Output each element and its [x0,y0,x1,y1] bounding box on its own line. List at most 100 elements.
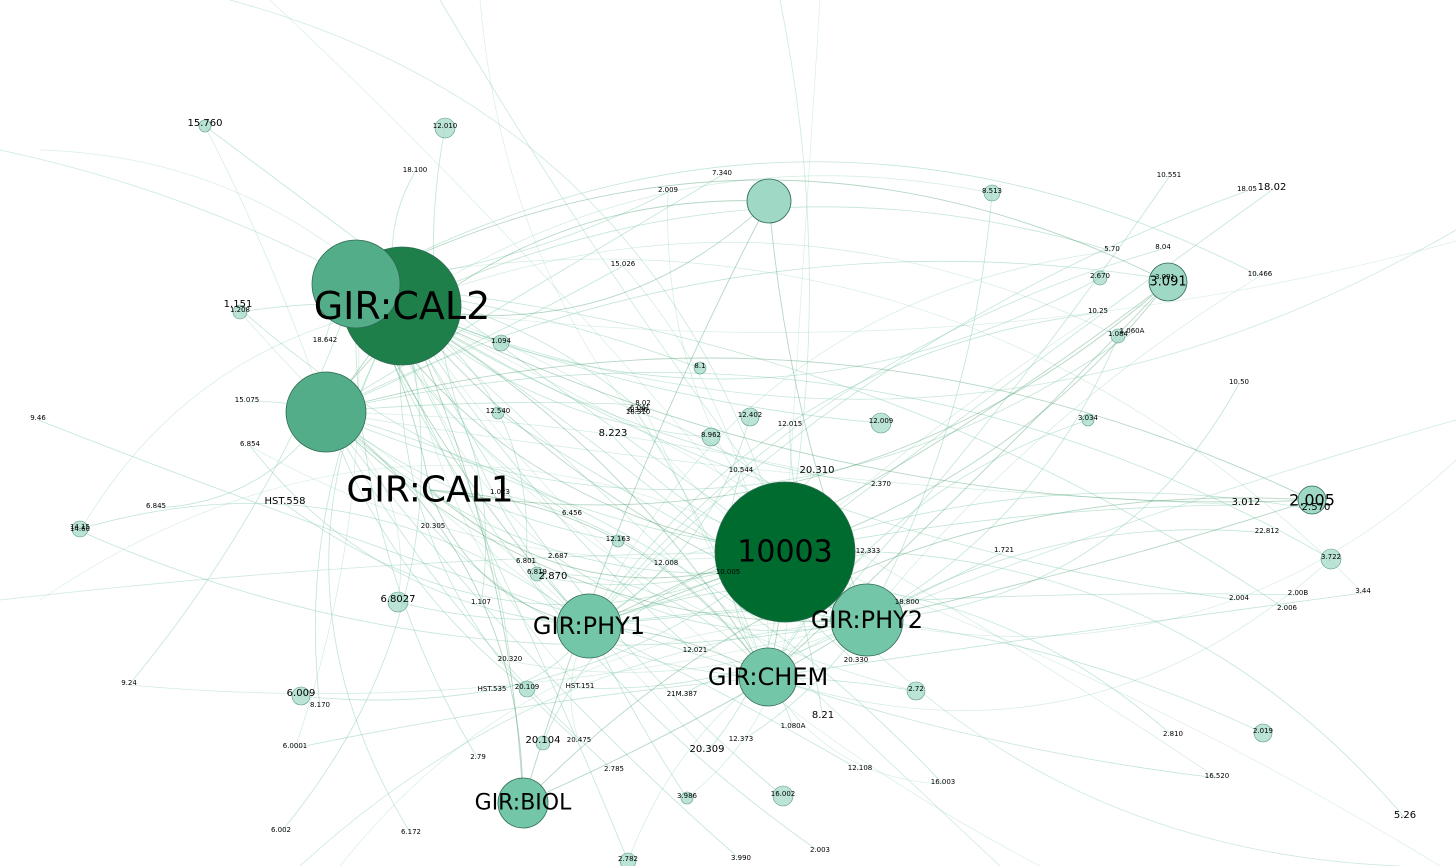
minor-node-label: 8.02 [635,399,651,407]
minor-node-label: 7.340 [712,169,732,177]
minor-node-label: 6.172 [401,828,421,836]
minor-node [906,681,926,701]
graph-edge [588,248,1164,627]
graph-edge [588,190,1248,627]
minor-node-label: 3.990 [731,854,751,862]
graph-edge [401,305,1041,866]
minor-node-label: 18.310 [626,408,651,416]
minor-node-label: 8.223 [599,428,628,439]
minor-labels-layer: 15.76018.1006.0418.0212.0106.33618.3108.… [30,118,1416,863]
minor-node-label: 2.00B [1288,589,1309,597]
minor-node [1092,270,1108,286]
major-node-label-n_3091: 3.091 [1149,275,1186,290]
minor-node [198,119,212,133]
major-node-label-10003: 10003 [737,535,832,570]
graph-edge [401,175,993,307]
minor-node [518,680,536,698]
minor-node-label: 18.05 [1237,185,1257,193]
minor-node-label: 8.04 [1155,243,1171,251]
graph-edge [866,619,1264,734]
minor-node-label: 12.010 [433,122,458,130]
graph-edge [866,499,1313,621]
graph-edge [325,174,723,413]
minor-node-label: 12.108 [848,764,873,772]
graph-edge [588,250,1113,627]
minor-node-label: 20.309 [690,744,725,755]
major-node-gir_chem [738,647,798,707]
minor-node-label: 3.44 [1355,587,1371,595]
minor-node [232,304,248,320]
minor-node-label: 15.075 [235,396,260,404]
graph-edge [401,305,696,653]
minor-node-label: 1.107 [471,598,491,606]
minor-node-label: 14.60 [70,525,90,533]
minor-node-label: 20.475 [567,736,592,744]
minor-node [740,407,760,427]
graph-edge [784,189,1273,553]
minor-node-label: 5.70 [1104,245,1120,253]
graph-edge [280,305,422,833]
major-node-gir_biol [497,777,549,829]
minor-node-label: 20.330 [844,656,869,664]
minor-node-label: 10.50 [1229,378,1249,386]
graph-edge [522,497,1313,804]
minor-node-label: 16.003 [931,778,956,786]
graph-edge [39,464,786,601]
minor-node-label: 2.810 [1163,730,1183,738]
minor-node [772,785,794,807]
graph-edge [355,258,1364,594]
minor-node-label: HST.558 [264,496,305,507]
graph-edge [767,676,1218,779]
minor-node [291,686,311,706]
graph-edge [237,306,786,553]
minor-node-label: 2.870 [539,571,568,582]
minor-node-label: 8.1 [694,362,705,370]
minor-node-label: 20.104 [526,735,561,746]
minor-node-label: 6.009 [287,688,316,699]
minor-node-label: 6.801 [516,557,536,565]
minor-node-label: 2.019 [1253,727,1273,735]
minor-node-label: 6.819 [527,568,547,576]
graph-edge [767,558,1332,711]
minor-node-label: 10.544 [729,466,754,474]
graph-edge [229,0,786,553]
minor-node-label: 8.962 [701,431,721,439]
graph-edge [325,411,944,785]
major-node-n_upper_left [311,239,401,329]
graph-edge [294,283,360,749]
minor-node [983,184,1001,202]
minor-node-label: 20.310 [800,465,835,476]
graph-edge [325,260,1166,413]
graph-edge [588,593,1299,627]
major-nodes-layer [285,178,1327,829]
graph-edge [355,283,917,692]
minor-node [680,791,694,805]
graph-edge [401,229,1456,400]
minor-node-label: 12.163 [606,535,631,543]
graph-edge [355,161,1261,285]
graph-edge [401,305,784,797]
graph-edge [128,619,868,694]
minor-node-label: 8.513 [982,187,1002,195]
graph-edge [767,176,1170,678]
graph-edge [401,305,882,487]
graph-edge [325,411,619,542]
minor-node-label: 2.79 [470,753,486,761]
graph-edge [325,411,708,753]
graph-edge [866,192,993,621]
graph-edge [588,416,751,627]
graph-edge [588,281,1169,627]
minor-node-label: 18.100 [403,166,428,174]
graph-edge [401,305,524,804]
minor-node-label: 10.25 [1088,307,1108,315]
major-node-n_top_center [746,178,792,224]
minor-node-label: 2.782 [618,855,638,863]
minor-node-label: 10.466 [1248,270,1273,278]
minor-node-label: 1.094 [491,337,512,345]
graph-edge [325,411,742,861]
graph-edge [627,619,868,862]
minor-node-label: 12.373 [729,735,754,743]
graph-edge [536,573,769,678]
minor-node-label: 2.785 [604,765,624,773]
graph-edge [269,0,786,553]
